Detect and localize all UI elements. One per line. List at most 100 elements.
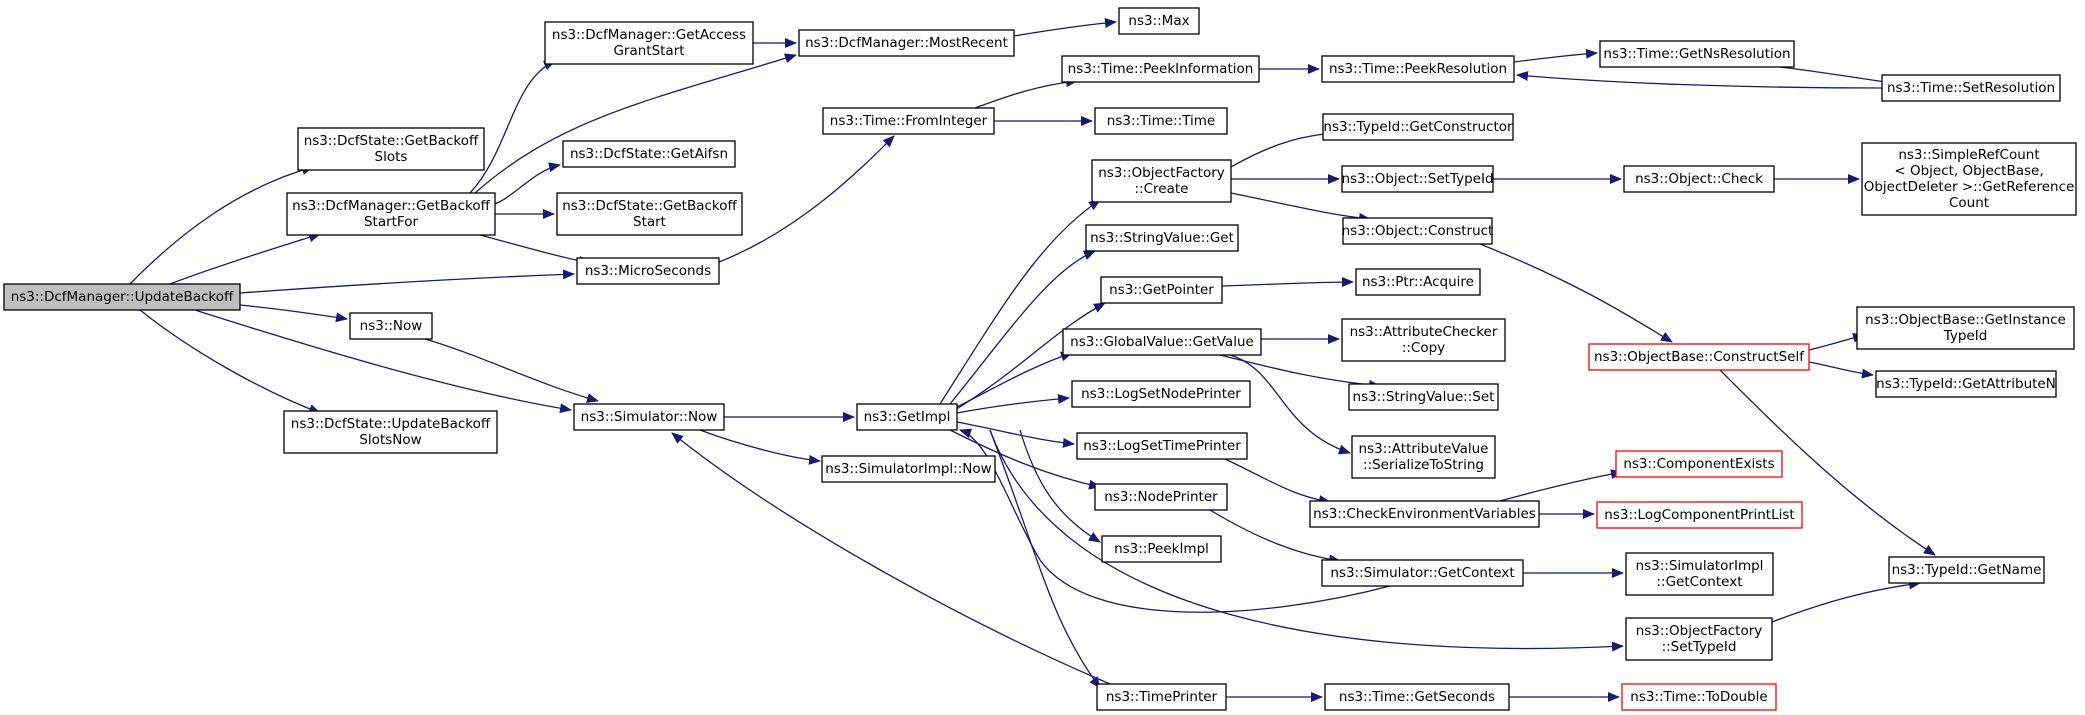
node-accopy[interactable]: ns3::AttributeChecker::Copy xyxy=(1341,318,1506,362)
node-box-timegetseconds xyxy=(1324,683,1510,711)
node-avserialize[interactable]: ns3::AttributeValue::SerializeToString xyxy=(1351,435,1496,479)
edge-getimpl-to-ofsettypeid xyxy=(989,429,1624,652)
node-microseconds[interactable]: ns3::MicroSeconds xyxy=(576,257,720,285)
node-simimplgetcontext[interactable]: ns3::SimulatorImpl::GetContext xyxy=(1625,552,1774,596)
node-getreferencecount[interactable]: ns3::SimpleRefCount< Object, ObjectBase,… xyxy=(1861,142,2077,216)
node-ofcreate[interactable]: ns3::ObjectFactory::Create xyxy=(1091,159,1232,203)
node-label-setresolution: ns3::Time::SetResolution xyxy=(1887,80,2055,96)
node-box-ofcreate xyxy=(1091,159,1232,203)
node-constructself[interactable]: ns3::ObjectBase::ConstructSelf xyxy=(1588,343,1810,371)
node-getimpl[interactable]: ns3::GetImpl xyxy=(856,403,958,431)
node-getnsresolution[interactable]: ns3::Time::GetNsResolution xyxy=(1599,40,1795,68)
node-timetime[interactable]: ns3::Time::Time xyxy=(1094,107,1228,135)
edge-getimpl-to-logsettimeprinter xyxy=(956,421,1075,448)
node-label-getbackoffslots-line-1: ns3::DcfState::GetBackoff xyxy=(304,133,479,149)
node-frominteger[interactable]: ns3::Time::FromInteger xyxy=(822,107,995,135)
node-nodeprinter[interactable]: ns3::NodePrinter xyxy=(1094,483,1228,511)
edge-getimpl-to-getpointer xyxy=(954,302,1106,411)
node-timetodouble[interactable]: ns3::Time::ToDouble xyxy=(1621,683,1777,711)
node-simimplnow[interactable]: ns3::SimulatorImpl::Now xyxy=(821,455,996,483)
node-label-getpointer: ns3::GetPointer xyxy=(1109,282,1214,298)
node-now[interactable]: ns3::Now xyxy=(349,312,433,340)
node-box-getaifsn xyxy=(562,140,736,168)
node-timegetseconds[interactable]: ns3::Time::GetSeconds xyxy=(1324,683,1510,711)
edge-gvgetvalue-to-avserialize xyxy=(1229,354,1351,455)
node-label-now: ns3::Now xyxy=(360,318,423,334)
node-peekresolution[interactable]: ns3::Time::PeekResolution xyxy=(1321,55,1515,83)
edge-setresolution-to-peekresolution xyxy=(1516,70,1883,89)
node-label-simimplgetcontext-line-1: ns3::SimulatorImpl xyxy=(1636,558,1764,574)
node-ofsettypeid[interactable]: ns3::ObjectFactory::SetTypeId xyxy=(1625,617,1773,661)
node-objectcheck[interactable]: ns3::Object::Check xyxy=(1623,165,1775,193)
edge-mostrecent-to-max xyxy=(1013,17,1117,37)
node-logsetnodeprinter[interactable]: ns3::LogSetNodePrinter xyxy=(1071,380,1251,408)
node-box-ptracquire xyxy=(1355,268,1481,296)
node-getattributen[interactable]: ns3::TypeId::GetAttributeN xyxy=(1875,370,2057,398)
node-simnow[interactable]: ns3::Simulator::Now xyxy=(573,403,725,431)
edge-getimpl-to-stringvalueget xyxy=(949,250,1096,405)
edge-getimpl-to-nodeprinter xyxy=(949,429,1101,490)
node-peekinformation[interactable]: ns3::Time::PeekInformation xyxy=(1061,55,1260,83)
edge-nodeprinter-to-simgetcontext xyxy=(1209,509,1341,565)
node-box-logcomponentprintlist xyxy=(1596,501,1803,529)
node-checkenv[interactable]: ns3::CheckEnvironmentVariables xyxy=(1309,500,1540,528)
node-updatebackoff[interactable]: ns3::DcfManager::UpdateBackoff xyxy=(3,283,241,311)
node-box-gvgetvalue xyxy=(1062,328,1262,356)
node-box-updatebackoffslotsnow xyxy=(283,410,498,454)
node-box-timeprinter xyxy=(1096,683,1227,711)
node-logcomponentprintlist[interactable]: ns3::LogComponentPrintList xyxy=(1596,501,1803,529)
edge-now-to-simnow xyxy=(424,338,599,403)
node-label-getbackoffstart-line-1: ns3::DcfState::GetBackoff xyxy=(562,198,737,214)
node-box-settypeid xyxy=(1341,165,1494,193)
node-label-getreferencecount-line-4: Count xyxy=(1949,195,1989,211)
node-getconstructor[interactable]: ns3::TypeId::GetConstructor xyxy=(1322,113,1514,141)
edge-getimpl-to-gvgetvalue xyxy=(956,351,1073,408)
node-setresolution[interactable]: ns3::Time::SetResolution xyxy=(1881,74,2061,102)
node-box-accopy xyxy=(1341,318,1506,362)
node-box-mostrecent xyxy=(798,29,1015,57)
node-label-ofcreate-line-2: ::Create xyxy=(1135,181,1189,197)
node-box-timetime xyxy=(1094,107,1228,135)
node-settypeid[interactable]: ns3::Object::SetTypeId xyxy=(1341,165,1494,193)
edge-ofcreate-to-getconstructor xyxy=(1230,128,1339,168)
node-objectconstruct[interactable]: ns3::Object::Construct xyxy=(1342,217,1494,245)
node-getaifsn[interactable]: ns3::DcfState::GetAifsn xyxy=(562,140,736,168)
node-simgetcontext[interactable]: ns3::Simulator::GetContext xyxy=(1321,559,1524,587)
node-ptracquire[interactable]: ns3::Ptr::Acquire xyxy=(1355,268,1481,296)
node-box-objectcheck xyxy=(1623,165,1775,193)
node-label-getbackoffstartfor-line-2: StartFor xyxy=(364,214,419,230)
edge-microseconds-to-frominteger xyxy=(718,135,895,263)
node-label-settypeid: ns3::Object::SetTypeId xyxy=(1341,171,1493,187)
node-stringvalueset[interactable]: ns3::StringValue::Set xyxy=(1348,383,1499,411)
node-componentexists[interactable]: ns3::ComponentExists xyxy=(1615,450,1783,478)
node-max[interactable]: ns3::Max xyxy=(1118,7,1200,35)
node-typeidgetname[interactable]: ns3::TypeId::GetName xyxy=(1888,556,2045,584)
node-label-logsetnodeprinter: ns3::LogSetNodePrinter xyxy=(1081,386,1241,402)
node-stringvalueget[interactable]: ns3::StringValue::Get xyxy=(1085,224,1239,252)
node-timeprinter[interactable]: ns3::TimePrinter xyxy=(1096,683,1227,711)
node-box-peekimpl xyxy=(1101,535,1222,563)
edge-getimpl-to-timeprinter xyxy=(989,429,1101,689)
node-label-getinstancetypeid-line-2: TypeId xyxy=(1943,328,1988,344)
node-logsettimeprinter[interactable]: ns3::LogSetTimePrinter xyxy=(1076,432,1248,460)
node-label-ptracquire: ns3::Ptr::Acquire xyxy=(1362,274,1474,290)
node-label-accopy-line-1: ns3::AttributeChecker xyxy=(1350,324,1498,340)
node-box-ofsettypeid xyxy=(1625,617,1773,661)
node-getpointer[interactable]: ns3::GetPointer xyxy=(1100,276,1223,304)
node-box-getpointer xyxy=(1100,276,1223,304)
node-mostrecent[interactable]: ns3::DcfManager::MostRecent xyxy=(798,29,1015,57)
node-label-logcomponentprintlist: ns3::LogComponentPrintList xyxy=(1604,507,1794,523)
node-peekimpl[interactable]: ns3::PeekImpl xyxy=(1101,535,1222,563)
node-label-updatebackoffslotsnow-line-2: SlotsNow xyxy=(359,432,421,448)
node-gvgetvalue[interactable]: ns3::GlobalValue::GetValue xyxy=(1062,328,1262,356)
edge-ofsettypeid-to-typeidgetname xyxy=(1771,579,1921,623)
node-box-checkenv xyxy=(1309,500,1540,528)
edge-constructself-to-typeidgetname xyxy=(1719,369,1936,556)
